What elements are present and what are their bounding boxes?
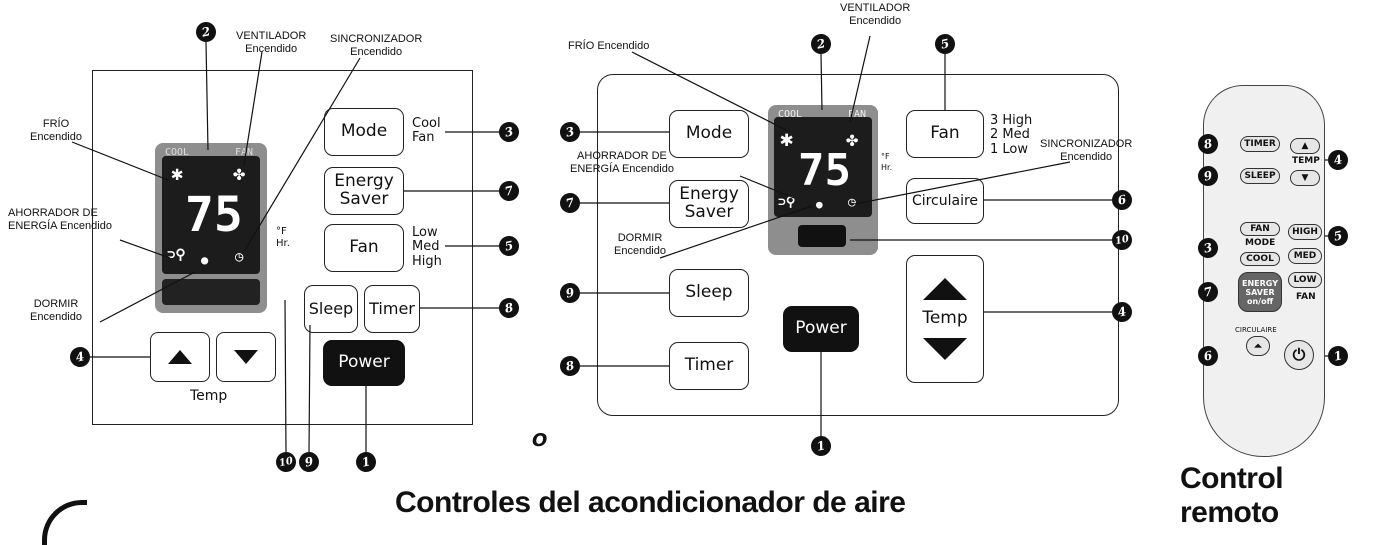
left-display-screen	[162, 156, 260, 274]
left-fan-option: High	[412, 253, 442, 269]
middle-sleep-button[interactable]: Sleep	[669, 269, 749, 317]
remote-energy-label-2: SAVER	[1245, 287, 1275, 297]
middle-fan-option: 1 Low	[990, 141, 1029, 157]
left-energy-saver-button[interactable]: Energy Saver	[324, 167, 404, 215]
middle-fan-options: 3 High 2 Med 1 Low	[990, 113, 1033, 157]
left-energy-label-1: Energy	[334, 171, 394, 192]
left-mode-option: Fan	[412, 130, 435, 146]
remote-circulaire-button[interactable]: ⏶	[1246, 336, 1270, 356]
remote-energy-saver-button[interactable]: ENERGY SAVER on/off	[1238, 272, 1282, 312]
left-temp-down-button[interactable]	[216, 332, 276, 382]
middle-cool-indicator: COOL	[778, 109, 803, 120]
remote-fan-label: FAN	[1296, 292, 1316, 302]
left-mode-option: Cool	[412, 116, 441, 131]
middle-temperature-readout: 75	[798, 145, 851, 196]
remote-med-button[interactable]: MED	[1288, 248, 1322, 264]
remote-power-button[interactable]: ⏻	[1284, 340, 1314, 370]
middle-mode-button[interactable]: Mode	[669, 110, 749, 158]
middle-energy-saver-icon: ⊃⚲	[778, 195, 796, 210]
remote-circulaire-label: CIRCULAIRE	[1235, 326, 1277, 334]
middle-energy-label-1: Energy	[679, 184, 739, 205]
middle-energy-label-2: Saver	[684, 202, 734, 222]
left-mode-options: Cool Fan	[412, 116, 441, 146]
middle-ann-frio: FRÍO Encendido	[568, 40, 650, 52]
left-temp-up-button[interactable]	[150, 332, 210, 382]
left-fan-button[interactable]: Fan	[324, 224, 404, 272]
left-control-panel	[92, 70, 473, 425]
left-display: COOL FAN ✱ ✤ 75 ⊃⚲ ◷ ●	[155, 143, 267, 313]
down-arrow-icon	[234, 350, 258, 364]
middle-temp-control[interactable]: Temp	[906, 255, 984, 383]
left-energy-label-2: Saver	[339, 189, 389, 209]
middle-unit-hr: Hr.	[881, 163, 893, 172]
left-unit-hr: Hr.	[276, 238, 290, 249]
remote-sleep-button[interactable]: SLEEP	[1240, 168, 1280, 184]
middle-fan-indicator: FAN	[848, 109, 867, 120]
left-fan-indicator: FAN	[235, 147, 254, 158]
remote-temp-label: TEMP	[1292, 156, 1320, 166]
left-cool-indicator: COOL	[165, 147, 190, 158]
left-unit-f: °F	[276, 226, 287, 237]
left-sleep-icon: ●	[201, 253, 209, 267]
left-power-button[interactable]: Power	[323, 340, 405, 386]
middle-temp-label: Temp	[922, 308, 968, 329]
left-timer-window	[162, 279, 260, 305]
left-temp-label: Temp	[190, 388, 228, 404]
stray-mark: O	[532, 430, 548, 451]
left-fan-options: Low Med High	[412, 225, 442, 269]
remote-heading: Control remoto	[1180, 462, 1284, 529]
left-temperature-readout: 75	[185, 187, 243, 243]
remote-temp-down-button[interactable]: ▼	[1290, 170, 1320, 186]
left-clock-icon: ◷	[235, 249, 244, 265]
left-timer-button[interactable]: Timer	[364, 285, 420, 333]
middle-fan-icon: ✤	[846, 127, 859, 151]
middle-fan-option: 3 High	[990, 113, 1033, 128]
down-arrow-icon[interactable]	[923, 337, 967, 360]
middle-power-button[interactable]: Power	[783, 306, 859, 352]
middle-circulaire-button[interactable]: Circulaire	[906, 178, 984, 224]
up-arrow-icon[interactable]	[923, 278, 967, 301]
page-title: Controles del acondicionador de aire	[395, 486, 906, 519]
left-fan-option: Med	[412, 239, 440, 255]
remote-energy-label-1: ENERGY	[1242, 278, 1278, 288]
remote-onoff-label: on/off	[1246, 296, 1274, 306]
middle-clock-icon: ◷	[848, 195, 856, 210]
middle-energy-saver-button[interactable]: Energy Saver	[669, 180, 749, 228]
remote-high-button[interactable]: HIGH	[1288, 224, 1322, 240]
remote-cool-button[interactable]: COOL	[1240, 252, 1280, 266]
middle-timer-window	[798, 225, 846, 247]
middle-sleep-icon: ●	[816, 198, 823, 211]
remote-mode-label: MODE	[1245, 238, 1276, 248]
left-fan-icon: ✤	[233, 161, 246, 185]
middle-fan-option: 2 Med	[990, 127, 1030, 143]
leader-lines	[71, 35, 1328, 453]
left-snowflake-icon: ✱	[171, 161, 184, 185]
remote-temp-up-button[interactable]: ▲	[1290, 138, 1320, 154]
remote-low-button[interactable]: LOW	[1288, 272, 1322, 288]
middle-fan-button[interactable]: Fan	[906, 110, 984, 158]
left-sleep-button[interactable]: Sleep	[304, 285, 358, 333]
middle-snowflake-icon: ✱	[780, 127, 794, 152]
middle-timer-button[interactable]: Timer	[669, 342, 749, 390]
middle-display-screen	[774, 117, 872, 217]
remote-timer-button[interactable]: TIMER	[1240, 136, 1280, 152]
middle-unit-f: °F	[881, 152, 890, 161]
left-energy-saver-icon: ⊃⚲	[167, 247, 186, 263]
remote-fan-button[interactable]: FAN	[1240, 222, 1280, 236]
left-fan-option: Low	[412, 225, 438, 240]
left-mode-button[interactable]: Mode	[324, 108, 404, 156]
up-arrow-icon	[168, 350, 192, 364]
